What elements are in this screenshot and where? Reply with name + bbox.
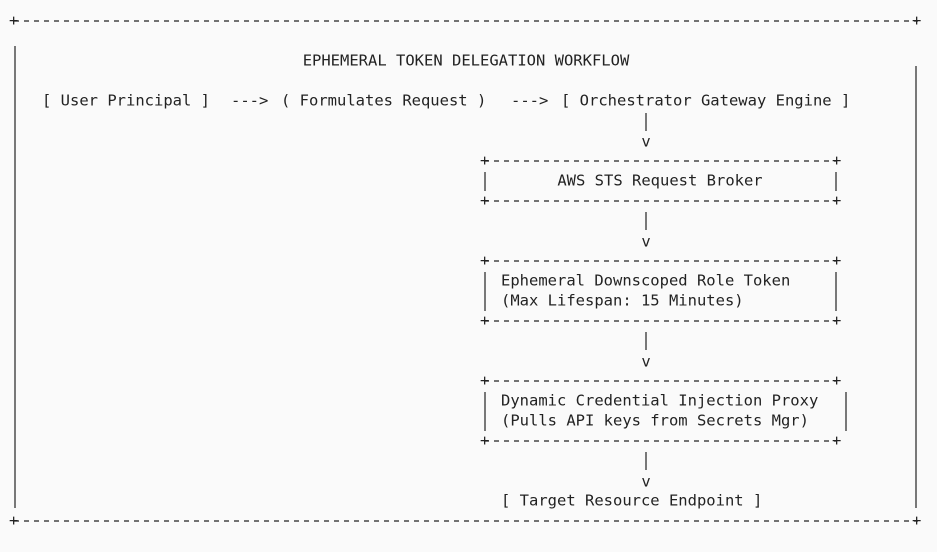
top-flow-row: [ User Principal ] ---> ( Formulates Req… [42,92,850,110]
sts-request-broker-box: + + + + AWS STS Request Broker [480,152,841,210]
svg-text:+: + [832,432,841,450]
orchestrator-gateway-node: [ Orchestrator Gateway Engine ] [561,92,850,110]
svg-text:+: + [832,252,841,270]
svg-text:+: + [832,152,841,170]
svg-text:+: + [9,12,18,30]
proxy-secrets-note: (Pulls API keys from Secrets Mgr) [501,412,809,430]
svg-text:+: + [480,432,489,450]
credential-injection-proxy-box: + + + + Dynamic Credential Injection Proxy… [480,372,847,450]
svg-text:+: + [832,312,841,330]
outer-frame: + + + + [9,12,921,530]
user-principal-node: [ User Principal ] [42,92,210,110]
sts-broker-label: AWS STS Request Broker [557,172,762,190]
svg-text:+: + [832,372,841,390]
svg-text:+: + [912,512,921,530]
role-token-box: + + + + Ephemeral Downscoped Role Token (M… [480,252,841,330]
arrow-down-2: v [641,233,650,251]
arrow-down-3: v [641,353,650,371]
svg-text:+: + [480,312,489,330]
svg-text:+: + [912,12,921,30]
proxy-label: Dynamic Credential Injection Proxy [501,392,818,410]
arrow-right-1: ---> [231,92,268,110]
arrow-down-4: v [641,473,650,491]
formulates-request-node: ( Formulates Request ) [281,92,486,110]
arrow-down-1: v [641,133,650,151]
connector-orchestrator-to-sts: v [641,113,651,151]
role-token-lifespan: (Max Lifespan: 15 Minutes) [501,292,744,310]
role-token-label: Ephemeral Downscoped Role Token [501,272,790,290]
connector-proxy-to-target: v [641,452,651,491]
svg-text:+: + [480,372,489,390]
target-resource-endpoint: [ Target Resource Endpoint ] [501,492,762,510]
svg-text:+: + [480,192,489,210]
svg-text:+: + [9,512,18,530]
svg-text:+: + [832,192,841,210]
svg-text:+: + [480,252,489,270]
diagram-title: EPHEMERAL TOKEN DELEGATION WORKFLOW [303,52,630,70]
svg-text:+: + [480,152,489,170]
connector-token-to-proxy: v [641,332,651,371]
connector-sts-to-token: v [641,212,651,251]
arrow-right-2: ---> [511,92,548,110]
